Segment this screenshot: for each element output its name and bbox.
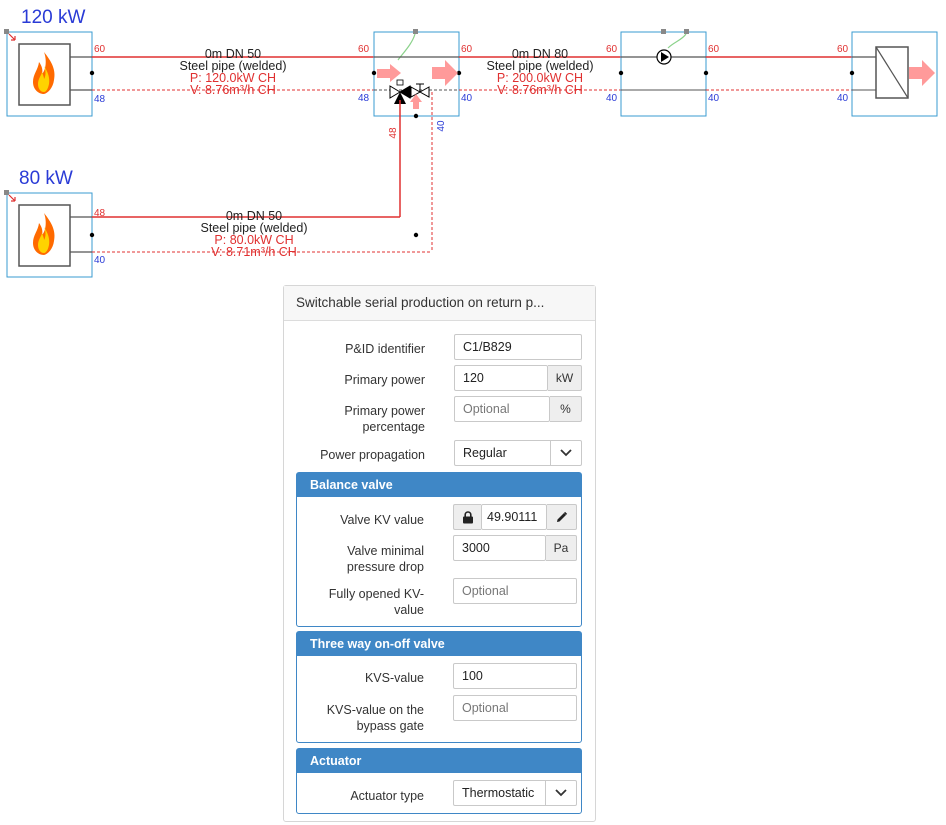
three-way-valve-icon — [389, 79, 411, 104]
pipe2-supply-temp-end: 60 — [606, 44, 618, 55]
actuator-header: Actuator — [297, 749, 581, 773]
power-propagation-select[interactable]: Regular — [454, 440, 582, 466]
three-way-valve-group: Three way on-off valve KVS-value 100 KVS… — [296, 631, 582, 743]
valve-min-drop-label-line2: pressure drop — [346, 560, 424, 574]
pipe3-length: 0m DN 50 — [226, 209, 282, 223]
kvs-bypass-label: KVS-value on the bypass gate — [327, 702, 424, 734]
fully-open-kv-input[interactable]: Optional — [453, 578, 577, 604]
boiler1-power-label: 120 kW — [21, 7, 85, 28]
pump-supply-temp-out: 60 — [708, 44, 720, 55]
kvs-input[interactable]: 100 — [453, 663, 577, 689]
pipe1-power: P: 120.0kW CH — [190, 71, 276, 85]
kvs-label: KVS-value — [364, 671, 424, 685]
pipe2-labels: 0m DN 80 Steel pipe (welded) P: 200.0kW … — [486, 47, 593, 97]
valve-min-drop-label: Valve minimal pressure drop — [347, 543, 424, 575]
corner-handle-icon[interactable] — [4, 190, 16, 202]
actuator-group: Actuator Actuator type Thermostatic — [296, 748, 582, 814]
fully-open-kv-label-line2: value — [394, 603, 424, 617]
pipe1-length: 0m DN 50 — [205, 47, 261, 61]
primary-power-unit: kW — [548, 365, 582, 391]
power-propagation-label: Power propagation — [320, 448, 425, 462]
valve-kv-label: Valve KV value — [340, 513, 424, 527]
primary-power-pct-label-line2: percentage — [362, 420, 425, 434]
heat-exchanger-node[interactable] — [849, 31, 938, 117]
primary-power-pct-label: Primary power percentage — [344, 403, 425, 435]
flame-icon — [33, 52, 55, 94]
fully-open-kv-label: Fully opened KV- value — [329, 586, 424, 618]
balance-valve-header: Balance valve — [297, 473, 581, 497]
kvs-bypass-label-line1: KVS-value on the — [326, 703, 424, 717]
pid-diagram[interactable]: 120 kW 60 48 60 48 0m DN 50 Steel pipe (… — [0, 0, 946, 285]
pipe1-labels: 0m DN 50 Steel pipe (welded) P: 120.0kW … — [179, 47, 286, 97]
lock-icon[interactable] — [453, 504, 481, 530]
primary-power-pct-label-line1: Primary power — [344, 404, 425, 418]
pipe3-flow: V: 8.71m³/h CH — [211, 245, 297, 259]
chevron-down-icon[interactable] — [550, 441, 581, 465]
fully-open-kv-label-line1: Fully opened KV- — [328, 587, 424, 601]
kvs-bypass-input[interactable]: Optional — [453, 695, 577, 721]
pump-icon — [656, 49, 672, 65]
valve-min-drop-label-line1: Valve minimal — [347, 544, 424, 558]
chevron-down-icon[interactable] — [545, 781, 576, 805]
boiler2[interactable] — [4, 190, 93, 278]
pipe1-return-temp-end: 48 — [358, 93, 370, 104]
balance-valve-group: Balance valve Valve KV value 49.90111 Va… — [296, 472, 582, 627]
flow-arrow-icon — [377, 60, 458, 86]
valve-min-drop-unit: Pa — [546, 535, 577, 561]
pipe1-flow: V: 8.76m³/h CH — [190, 83, 276, 97]
pipe1-supply-temp-start: 60 — [94, 44, 106, 55]
pipe3-labels: 0m DN 50 Steel pipe (welded) P: 80.0kW C… — [200, 209, 307, 259]
pipe3-material: Steel pipe (welded) — [200, 221, 307, 235]
hex-return-temp: 40 — [837, 93, 849, 104]
switchable-valve-node[interactable] — [371, 29, 462, 119]
pump-node[interactable] — [618, 29, 709, 117]
properties-panel: Switchable serial production on return p… — [283, 285, 596, 822]
pid-label: P&ID identifier — [345, 342, 425, 356]
pipe1-supply-temp-end: 60 — [358, 44, 370, 55]
primary-power-input[interactable]: 120 — [454, 365, 548, 391]
three-way-valve-header: Three way on-off valve — [297, 632, 581, 656]
balance-valve-icon — [410, 83, 430, 98]
pipe2-return-temp-start: 40 — [461, 93, 473, 104]
edit-pencil-icon[interactable] — [547, 504, 577, 530]
pipe2-power: P: 200.0kW CH — [497, 71, 583, 85]
pipe3-power: P: 80.0kW CH — [214, 233, 293, 247]
flow-arrow-icon — [909, 60, 935, 86]
pipe2-length: 0m DN 80 — [512, 47, 568, 61]
hex-supply-temp: 60 — [837, 44, 849, 55]
pipe1-return-temp-start: 48 — [94, 94, 106, 105]
kvs-bypass-label-line2: bypass gate — [356, 719, 424, 733]
primary-power-pct-input[interactable]: Optional — [454, 396, 550, 422]
pipe2-supply-temp-start: 60 — [461, 44, 473, 55]
valve-kv-input[interactable]: 49.90111 — [481, 504, 547, 530]
up-flow-arrow-icon — [410, 94, 422, 109]
pipe1-material: Steel pipe (welded) — [179, 59, 286, 73]
actuator-type-label: Actuator type — [350, 789, 424, 803]
pump-return-temp-out: 40 — [708, 93, 720, 104]
pipe2-material: Steel pipe (welded) — [486, 59, 593, 73]
valve-vertical-return-temp: 40 — [436, 120, 447, 132]
panel-title: Switchable serial production on return p… — [284, 286, 595, 321]
pipe3-return-temp-start: 40 — [94, 255, 106, 266]
primary-power-label: Primary power — [344, 373, 425, 387]
pipe3-supply-temp-start: 48 — [94, 208, 106, 219]
corner-handle-icon[interactable] — [4, 29, 16, 41]
actuator-type-select[interactable]: Thermostatic — [453, 780, 577, 806]
valve-vertical-supply-temp: 48 — [388, 127, 399, 139]
flame-icon — [33, 213, 55, 255]
power-propagation-value: Regular — [463, 446, 507, 460]
pipe2-return-temp-end: 40 — [606, 93, 618, 104]
pid-input[interactable]: C1/B829 — [454, 334, 582, 360]
boiler1[interactable] — [4, 29, 93, 117]
valve-min-drop-input[interactable]: 3000 — [453, 535, 546, 561]
primary-power-pct-unit: % — [550, 396, 582, 422]
boiler2-power-label: 80 kW — [19, 168, 73, 189]
pipe2-flow: V: 8.76m³/h CH — [497, 83, 583, 97]
actuator-type-value: Thermostatic — [462, 786, 535, 800]
